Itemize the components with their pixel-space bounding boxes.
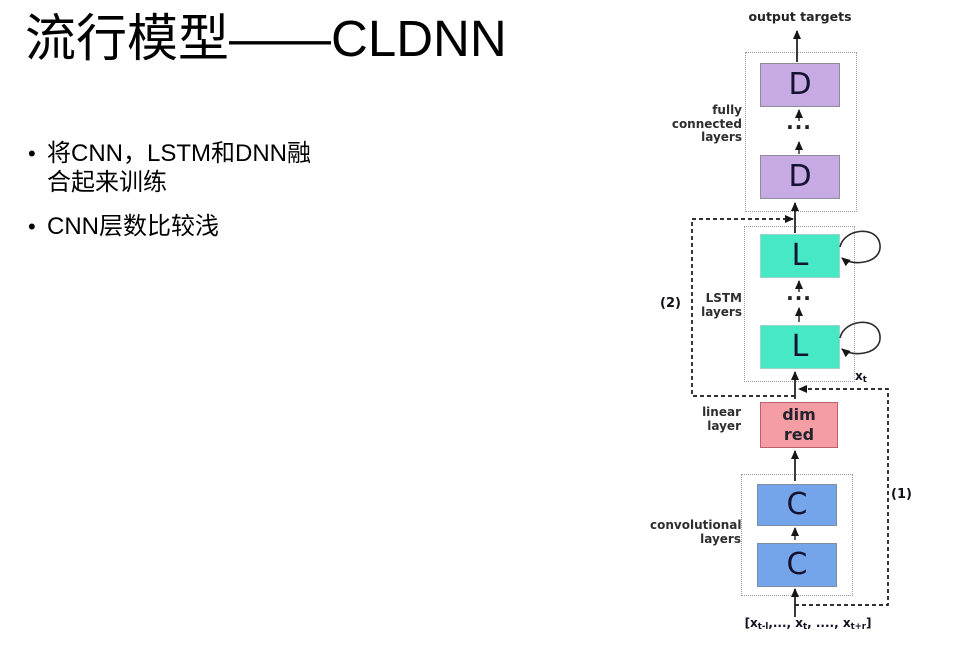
page-title: 流行模型——CLDNN <box>25 10 507 67</box>
dnn-layer-box-bottom: D <box>760 155 840 199</box>
bullet-marker: • <box>28 214 36 239</box>
convolutional-layers-label: convolutional layers <box>650 518 742 546</box>
connection-1-label: (1) <box>891 487 912 502</box>
bullet-text: 将CNN，LSTM和DNN融 合起来训练 <box>47 140 311 196</box>
bullet-marker: • <box>28 141 36 166</box>
linear-layer-label: linear layer <box>702 405 741 433</box>
fully-connected-group-box <box>745 52 857 212</box>
dnn-layer-letter: D <box>788 67 812 102</box>
lstm-layer-box-bottom: L <box>760 325 840 369</box>
xt-label: xt <box>855 369 867 385</box>
dim-red-text: dim red <box>782 405 816 444</box>
fully-connected-layers-label: fully connected layers <box>671 103 742 144</box>
dnn-layer-letter: D <box>788 159 812 194</box>
output-targets-label: output targets <box>748 9 852 24</box>
lstm-layer-box-top: L <box>760 234 840 278</box>
ellipsis-dots: ... <box>786 281 812 305</box>
dnn-layer-box-top: D <box>760 63 840 107</box>
conv-layer-box-bottom: C <box>757 543 837 587</box>
lstm-layer-letter: L <box>791 238 809 273</box>
connection-2-label: (2) <box>660 296 681 311</box>
conv-layer-box-top: C <box>757 484 837 526</box>
input-vector-label: [xt-l,..., xt, ...., xt+r] <box>744 616 872 632</box>
conv-layer-letter: C <box>786 487 808 522</box>
bullet-text: CNN层数比较浅 <box>47 213 219 240</box>
ellipsis-dots: ... <box>786 110 812 134</box>
bullet-item: • 将CNN，LSTM和DNN融 合起来训练 <box>28 139 358 197</box>
conv-layer-letter: C <box>786 547 808 582</box>
bullet-list: • 将CNN，LSTM和DNN融 合起来训练 • CNN层数比较浅 <box>28 139 358 256</box>
lstm-layer-letter: L <box>791 329 809 364</box>
dim-red-linear-box: dim red <box>760 402 838 448</box>
bullet-item: • CNN层数比较浅 <box>28 212 358 241</box>
